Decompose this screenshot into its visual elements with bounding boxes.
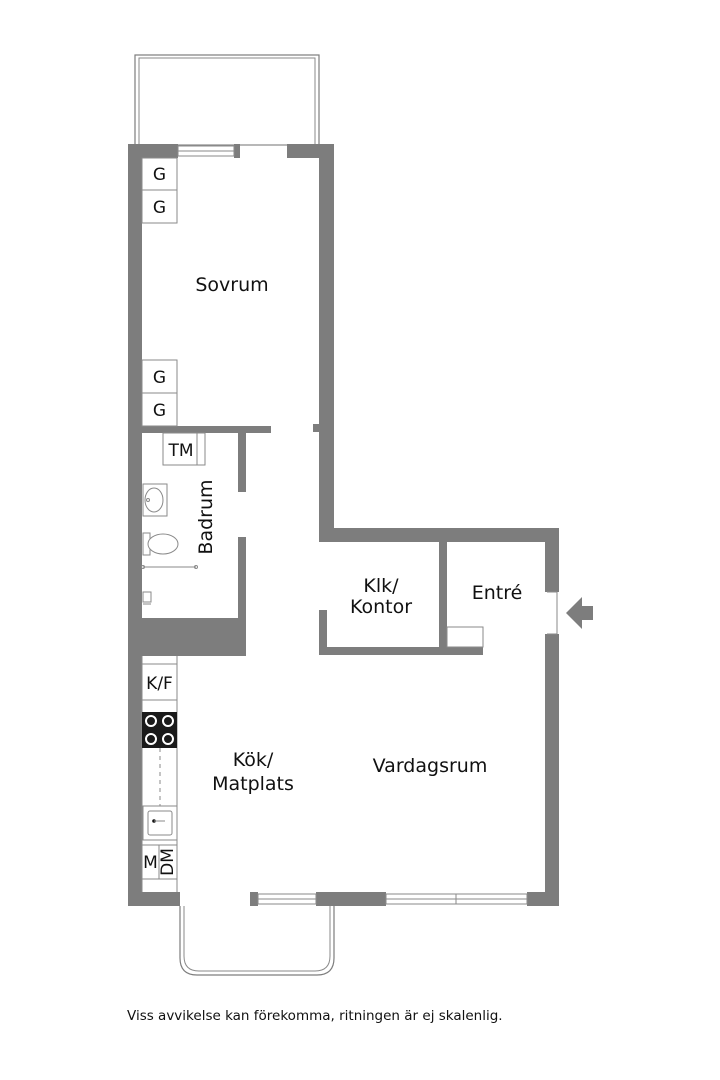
wardrobe-label: G <box>153 401 166 421</box>
wardrobe-group-bottom <box>141 359 178 427</box>
room-label-matplats: Matplats <box>212 773 294 795</box>
room-label-badrum: Badrum <box>195 479 217 554</box>
disclaimer-text: Viss avvikelse kan förekomma, ritningen … <box>127 1008 503 1024</box>
microwave-label: M <box>143 853 158 873</box>
exterior-walls <box>128 144 559 906</box>
balcony-south <box>179 906 335 976</box>
washbasin-icon <box>142 483 168 517</box>
fridge-freezer-label: K/F <box>146 674 173 694</box>
shower-rail <box>141 565 198 569</box>
wardrobe-label: G <box>153 198 166 218</box>
shower-head-icon <box>142 591 152 605</box>
room-label-entre: Entré <box>472 582 523 604</box>
dishwasher-label: DM <box>158 848 178 876</box>
kitchen-sink-icon <box>142 805 178 841</box>
washer-dryer-box <box>162 432 206 466</box>
room-label-sovrum: Sovrum <box>195 274 268 296</box>
washer-dryer-label: TM <box>167 441 193 461</box>
wardrobe-label: G <box>153 165 166 185</box>
wardrobe-group-top <box>141 157 178 224</box>
wardrobe-label: G <box>153 368 166 388</box>
interior-walls <box>142 424 483 656</box>
room-label-kok: Kök/ <box>233 749 274 771</box>
dishwasher-box <box>158 844 178 880</box>
entre-shelf <box>446 626 484 648</box>
room-label-kontor: Kontor <box>350 596 412 618</box>
fridge-freezer-box <box>141 663 178 701</box>
toilet-icon <box>142 532 179 556</box>
stove-icon <box>142 712 177 748</box>
windows <box>177 145 528 905</box>
entrance-door <box>547 591 558 635</box>
room-label-klk: Klk/ <box>363 575 399 597</box>
entrance-arrow-icon <box>566 597 593 629</box>
balcony-north <box>134 54 320 146</box>
room-label-vardagsrum: Vardagsrum <box>373 755 488 777</box>
